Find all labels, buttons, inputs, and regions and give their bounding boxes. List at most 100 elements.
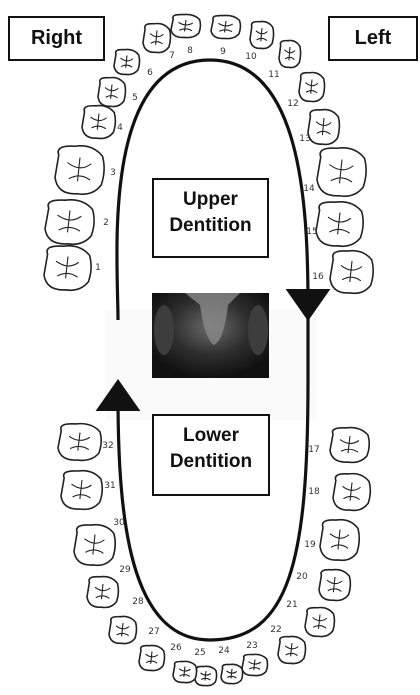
tooth-fissure <box>115 622 130 637</box>
upper-right-arrow-icon <box>209 58 331 321</box>
tooth-fissure <box>284 46 296 61</box>
tooth-number: 12 <box>287 99 298 109</box>
tooth-fissure <box>329 529 350 550</box>
tooth-fissure <box>329 159 354 184</box>
tooth-fissure <box>255 27 268 42</box>
tooth-fissure <box>90 113 107 130</box>
tooth-number: 6 <box>147 68 153 78</box>
tooth-fissure <box>71 479 92 500</box>
tooth-outline <box>318 568 352 602</box>
upper-tooth-10: 10 <box>245 20 275 62</box>
tooth-outline <box>81 104 117 140</box>
upper-tooth-6: 6 <box>113 48 153 78</box>
tooth-number: 9 <box>220 47 226 57</box>
lower-left-arrow-icon <box>95 379 310 642</box>
upper-tooth-14: 14 <box>303 147 367 197</box>
upper-label-line1: Upper <box>183 189 238 210</box>
tooth-fissure <box>178 19 194 32</box>
tooth-fissure <box>284 642 299 657</box>
lower-tooth-27: 27 <box>138 627 166 672</box>
upper-tooth-4: 4 <box>81 104 123 140</box>
tooth-number: 7 <box>169 51 175 61</box>
lower-label-line2: Dentition <box>169 451 253 472</box>
tooth-number: 24 <box>218 646 230 656</box>
tooth-outline <box>60 469 104 511</box>
upper-left-arc <box>115 58 211 321</box>
lower-tooth-24: 24 <box>218 646 244 685</box>
tooth-number: 10 <box>245 52 257 62</box>
tooth-number: 13 <box>299 134 310 144</box>
tooth-number: 25 <box>194 648 205 658</box>
tooth-outline <box>43 244 92 292</box>
upper-tooth-7: 7 <box>142 22 175 61</box>
tooth-fissure <box>339 435 360 454</box>
tooth-number: 23 <box>246 641 257 651</box>
tooth-number: 30 <box>113 518 125 528</box>
tooth-fissure <box>178 666 191 678</box>
tooth-number: 2 <box>103 218 109 228</box>
lower-tooth-18: 18 <box>308 472 372 512</box>
upper-tooth-12: 12 <box>287 71 326 109</box>
tooth-fissure <box>67 157 92 182</box>
throat-image <box>152 293 269 378</box>
upper-tooth-15: 15 <box>306 200 364 248</box>
lower-tooth-19: 19 <box>304 518 361 562</box>
lower-tooth-23: 23 <box>241 641 269 677</box>
tooth-fissure <box>315 117 332 136</box>
tooth-number: 4 <box>117 123 123 133</box>
tooth-number: 27 <box>148 627 159 637</box>
tooth-outline <box>316 147 367 197</box>
tooth-outline <box>332 472 372 512</box>
tooth-fissure <box>94 583 111 600</box>
tooth-number: 11 <box>268 70 279 80</box>
tooth-number: 32 <box>102 441 113 451</box>
tooth-number: 1 <box>95 263 101 273</box>
tooth-number: 20 <box>296 572 308 582</box>
tooth-fissure <box>84 534 105 555</box>
upper-tooth-13: 13 <box>299 108 341 146</box>
upper-dentition-label: Upper Dentition <box>152 178 269 258</box>
tooth-fissure <box>248 659 262 671</box>
tooth-number: 15 <box>306 227 317 237</box>
tooth-outline <box>307 108 341 146</box>
tooth-fissure <box>340 260 363 282</box>
lower-tooth-21: 21 <box>286 600 336 638</box>
tooth-number: 28 <box>132 597 144 607</box>
tooth-number: 5 <box>132 93 138 103</box>
lower-tooth-32: 32 <box>57 422 114 462</box>
tooth-number: 8 <box>187 46 193 56</box>
tooth-number: 21 <box>286 600 297 610</box>
tooth-fissure <box>68 432 91 451</box>
tooth-number: 18 <box>308 487 320 497</box>
tooth-outline <box>54 145 105 195</box>
tooth-number: 29 <box>119 565 131 575</box>
tooth-fissure <box>57 210 82 233</box>
tooth-outline <box>319 518 361 562</box>
left-side-label: Left <box>328 16 418 61</box>
lower-tooth-30: 30 <box>73 518 125 567</box>
tooth-outline <box>86 575 120 609</box>
tooth-number: 19 <box>304 540 316 550</box>
tooth-outline <box>44 198 95 246</box>
tooth-fissure <box>149 30 164 45</box>
lower-tooth-20: 20 <box>296 568 352 602</box>
tooth-fissure <box>327 212 352 235</box>
tooth-outline <box>73 523 117 567</box>
tooth-outline <box>329 249 374 295</box>
upper-tooth-8: 8 <box>170 13 202 56</box>
tooth-number: 22 <box>270 625 281 635</box>
lower-tooth-31: 31 <box>60 469 116 511</box>
tooth-fissure <box>104 84 119 99</box>
tooth-fissure <box>55 256 80 279</box>
upper-tooth-3: 3 <box>54 145 116 195</box>
tooth-outline <box>57 422 102 462</box>
lower-tooth-29: 29 <box>86 565 131 609</box>
tooth-number: 31 <box>104 481 115 491</box>
tooth-outline <box>329 426 371 464</box>
tooth-number: 16 <box>312 272 324 282</box>
tooth-fissure <box>305 79 319 94</box>
upper-tooth-1: 1 <box>43 244 101 292</box>
lower-label-line1: Lower <box>183 425 239 446</box>
